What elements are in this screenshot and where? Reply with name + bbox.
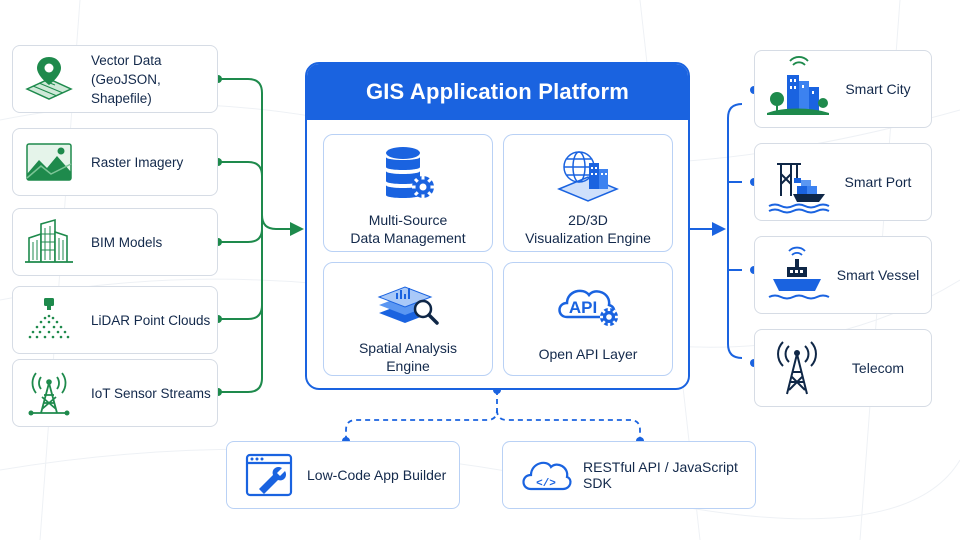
module-spatial-analysis[interactable]: Spatial Analysis Engine — [323, 262, 493, 376]
source-card-bim-models[interactable]: BIM Models — [12, 208, 218, 276]
tool-label: Low-Code App Builder — [307, 467, 447, 483]
antenna-tower-icon — [777, 341, 817, 395]
app-card-smart-city[interactable]: Smart City — [754, 50, 932, 128]
api-cloud-gear-icon: API — [558, 289, 618, 326]
module-label: Data Management — [350, 230, 466, 246]
module-label: Engine — [386, 358, 430, 374]
module-label: Spatial Analysis — [358, 340, 458, 356]
module-label: Open API Layer — [538, 346, 638, 362]
globe-buildings-icon — [557, 151, 619, 202]
app-label: Telecom — [851, 360, 905, 376]
source-card-iot[interactable]: IoT Sensor Streams — [12, 359, 218, 427]
app-label: Smart City — [845, 81, 911, 97]
app-card-telecom[interactable]: Telecom — [754, 329, 932, 407]
app-card-smart-vessel[interactable]: Smart Vessel — [754, 236, 932, 314]
module-label: Multi-Source — [368, 212, 448, 228]
database-gear-icon — [386, 147, 434, 198]
wrench-window-icon — [245, 453, 293, 497]
cloud-code-icon: </> — [522, 461, 572, 491]
ship-icon — [768, 246, 830, 300]
city-icon — [767, 56, 829, 115]
tool-label: RESTful API / JavaScript SDK — [583, 459, 738, 491]
source-card-lidar[interactable]: LiDAR Point Clouds — [12, 286, 218, 354]
platform-header: GIS Application Platform — [307, 64, 688, 120]
source-card-vector-data[interactable]: Vector Data (GeoJSON, Shapefile) — [12, 45, 218, 113]
source-label: LiDAR Point Clouds — [91, 312, 211, 328]
code-glyph: </> — [536, 478, 556, 490]
module-open-api[interactable]: API Open API Layer — [503, 262, 673, 376]
source-label: Raster Imagery — [91, 154, 184, 170]
buildings-icon — [25, 218, 73, 263]
image-icon — [26, 143, 72, 181]
module-label: Visualization Engine — [525, 230, 651, 246]
app-label: Smart Vessel — [836, 267, 920, 283]
layers-magnifier-icon — [377, 286, 439, 325]
module-visualization-engine[interactable]: 2D/3D Visualization Engine — [503, 134, 673, 252]
source-label: BIM Models — [91, 234, 163, 250]
source-label: IoT Sensor Streams — [91, 385, 211, 401]
app-label: Smart Port — [844, 174, 912, 190]
module-data-management[interactable]: Multi-Source Data Management — [323, 134, 493, 252]
tool-card-rest-api-sdk[interactable]: </> RESTful API / JavaScript SDK — [502, 441, 756, 509]
signal-tower-icon — [28, 372, 70, 416]
platform-title: GIS Application Platform — [365, 79, 630, 104]
lidar-icon — [28, 298, 70, 339]
source-sublabel: (GeoJSON, Shapefile) — [91, 71, 161, 106]
gis-platform-panel: GIS Application Platform Multi-Source Da… — [305, 62, 690, 390]
source-card-raster-imagery[interactable]: Raster Imagery — [12, 128, 218, 196]
app-card-smart-port[interactable]: Smart Port — [754, 143, 932, 221]
map-pin-icon — [25, 57, 73, 100]
port-crane-icon — [768, 163, 830, 214]
source-label: Vector Data — [91, 52, 162, 68]
api-label: API — [569, 298, 597, 317]
module-label: 2D/3D — [568, 212, 608, 228]
tool-card-low-code[interactable]: Low-Code App Builder — [226, 441, 460, 509]
